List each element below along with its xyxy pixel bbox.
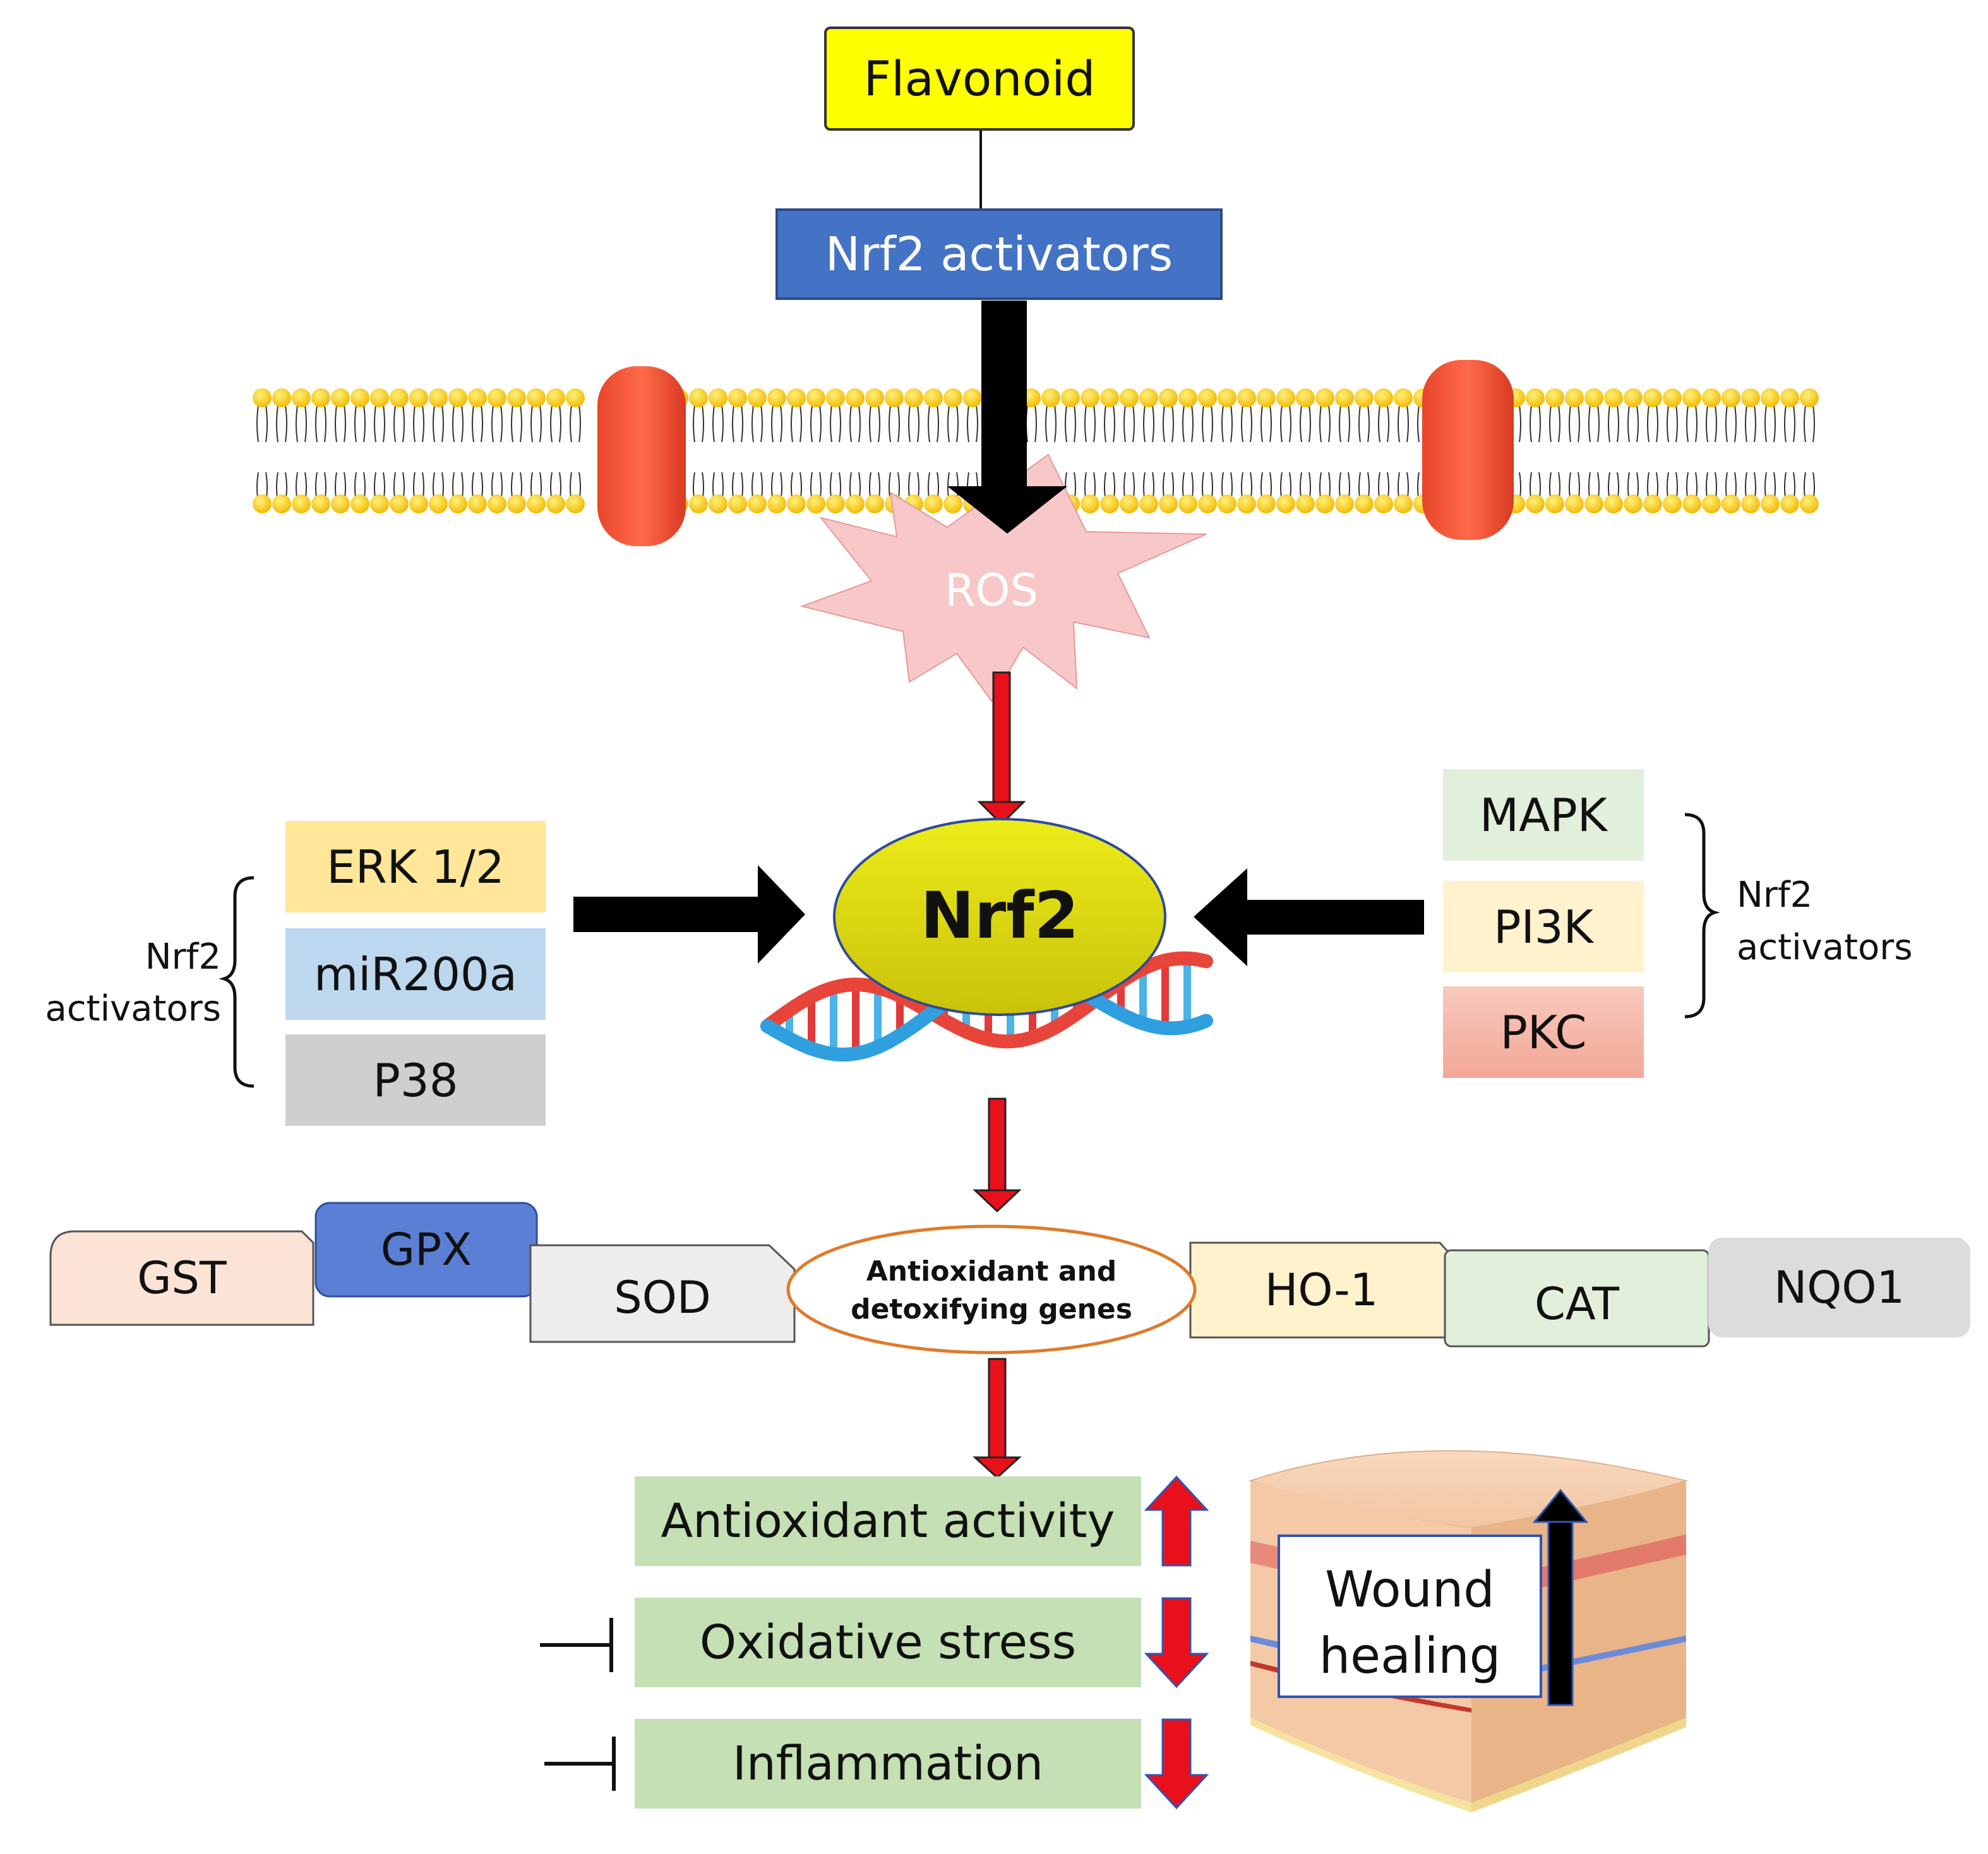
genes-ellipse — [786, 1224, 1197, 1355]
flavonoid-box — [824, 27, 1135, 131]
genes-to-outcomes-arrow — [973, 1358, 1022, 1480]
mir200a-label: miR200a — [314, 947, 517, 1001]
gene-gst-label: GST — [137, 1252, 227, 1304]
activator-arrow-shaft — [981, 301, 1027, 490]
right-input-arrow — [1194, 868, 1424, 966]
erk-label: ERK 1/2 — [326, 840, 505, 894]
genes-center-line1: Antioxidant and — [866, 1255, 1117, 1288]
left-group-label-line1: Nrf2 — [145, 936, 221, 978]
nrf2-ellipse — [833, 818, 1166, 1016]
left-bracket — [219, 876, 254, 1088]
mapk-label: MAPK — [1479, 788, 1607, 842]
erk-box — [285, 821, 546, 912]
membrane-protein-right — [1422, 360, 1514, 540]
nrf2-label: Nrf2 — [920, 878, 1079, 954]
ros-to-nrf2-arrow — [977, 671, 1026, 826]
gene-sod-label: SOD — [614, 1272, 711, 1324]
activator-arrow-head — [947, 486, 1067, 534]
gene-tab-nqo1 — [1708, 1238, 1970, 1337]
membrane-protein-left — [597, 366, 686, 546]
right-group-label-line2: activators — [1737, 926, 1913, 968]
gene-nqo1-label: NQO1 — [1773, 1262, 1905, 1313]
wound-healing-box — [1278, 1534, 1542, 1698]
outcome-antioxidant-label: Antioxidant activity — [661, 1494, 1115, 1548]
outcome-oxidative-label: Oxidative stress — [699, 1615, 1077, 1670]
left-input-arrow — [573, 865, 805, 964]
gene-gpx-label: GPX — [380, 1224, 472, 1276]
genes-center-line2: detoxifying genes — [851, 1293, 1132, 1325]
right-bracket — [1684, 813, 1720, 1019]
pkc-box — [1443, 986, 1644, 1078]
wound-healing-up-arrow — [1532, 1488, 1589, 1706]
left-group-label-line2: activators — [45, 988, 222, 1029]
top-activators-box — [775, 208, 1223, 300]
ros-label: ROS — [944, 565, 1039, 616]
nrf2-to-genes-arrow — [973, 1097, 1022, 1213]
pi3k-box — [1443, 881, 1644, 972]
mir200a-box — [285, 928, 546, 1020]
pkc-label: PKC — [1500, 1005, 1587, 1059]
right-group-label-line1: Nrf2 — [1737, 874, 1813, 916]
outcome-inflammation-label: Inflammation — [733, 1737, 1043, 1791]
gene-tab-gst — [49, 1230, 314, 1326]
mapk-box — [1443, 769, 1644, 861]
outcome-box-oxidative — [635, 1598, 1141, 1687]
ros-starburst — [799, 453, 1207, 702]
outcome-box-inflammation — [635, 1719, 1141, 1809]
decrease-arrow — [1144, 1718, 1209, 1810]
top-activators-label: Nrf2 activators — [825, 227, 1173, 282]
wound-label-line2: healing — [1319, 1627, 1501, 1685]
wound-label-line1: Wound — [1325, 1561, 1495, 1618]
flavonoid-label: Flavonoid — [863, 51, 1096, 107]
inhibit-mark-oxidative — [540, 1618, 613, 1672]
gene-cat-label: CAT — [1534, 1277, 1620, 1330]
p38-box — [285, 1034, 546, 1126]
direction-arrows — [1144, 1475, 1209, 1810]
p38-label: P38 — [373, 1053, 458, 1107]
increase-arrow — [1144, 1475, 1209, 1567]
pi3k-label: PI3K — [1494, 900, 1593, 954]
outcome-box-antioxidant — [635, 1476, 1141, 1566]
decrease-arrow — [1144, 1597, 1209, 1689]
inhibit-mark-inflammation — [544, 1737, 616, 1791]
gene-ho1-label: HO-1 — [1264, 1264, 1379, 1316]
